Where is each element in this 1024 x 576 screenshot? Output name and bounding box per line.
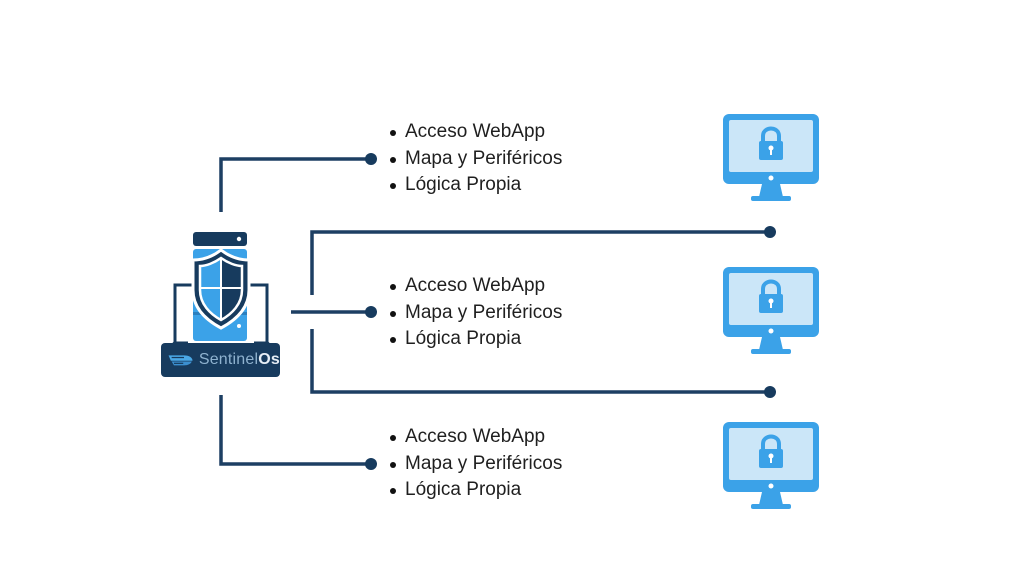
server-shield-icon — [169, 232, 273, 347]
feature-list-1: Acceso WebApp Mapa y Periféricos Lógica … — [388, 119, 562, 199]
monitor-lock-icon — [723, 114, 819, 201]
divider-upper — [310, 230, 770, 295]
connector-dot-bottom — [365, 458, 377, 470]
divider-lower — [310, 329, 770, 394]
connector-bottom — [219, 395, 370, 466]
monitor-lock-icon — [723, 267, 819, 354]
feature-item: Lógica Propia — [388, 172, 562, 199]
feature-item: Acceso WebApp — [388, 273, 562, 300]
feature-item: Acceso WebApp — [388, 119, 562, 146]
wing-logo-icon — [168, 355, 193, 366]
feature-item: Lógica Propia — [388, 477, 562, 504]
divider-dot-upper — [764, 226, 776, 238]
connector-dot-top — [365, 153, 377, 165]
feature-item: Mapa y Periféricos — [388, 300, 562, 327]
brand-name: SentinelOs — [198, 351, 280, 368]
feature-list-3: Acceso WebApp Mapa y Periféricos Lógica … — [388, 424, 562, 504]
monitor-lock-icon — [723, 422, 819, 509]
connector-dot-middle — [365, 306, 377, 318]
feature-item: Mapa y Periféricos — [388, 146, 562, 173]
feature-item: Acceso WebApp — [388, 424, 562, 451]
feature-list-2: Acceso WebApp Mapa y Periféricos Lógica … — [388, 273, 562, 353]
brand-logo: SentinelOs — [161, 343, 280, 377]
feature-item: Mapa y Periféricos — [388, 451, 562, 478]
feature-item: Lógica Propia — [388, 326, 562, 353]
connector-top — [219, 157, 370, 212]
divider-dot-lower — [764, 386, 776, 398]
